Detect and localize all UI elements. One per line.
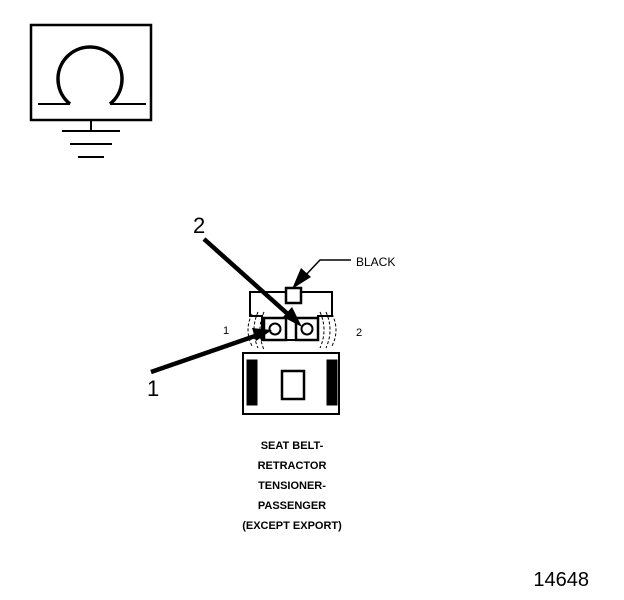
black-label-leader — [292, 259, 351, 289]
cavity-label-1: 1 — [223, 325, 229, 337]
callout-number-2: 2 — [193, 213, 205, 238]
callout-arrow-1 — [150, 328, 272, 375]
caption-line: PASSENGER — [258, 500, 326, 512]
connector-color-label: BLACK — [356, 255, 395, 269]
ohmmeter-ground-symbol-icon — [29, 23, 153, 158]
callout-number-1: 1 — [147, 376, 159, 401]
connector-seal-lines — [247, 311, 337, 351]
caption-line: SEAT BELT- — [261, 440, 324, 452]
caption-line: (EXCEPT EXPORT) — [242, 520, 342, 532]
callout-arrow-2 — [202, 237, 302, 327]
component-caption: SEAT BELT- RETRACTOR TENSIONER- PASSENGE… — [242, 440, 342, 532]
connector-body — [242, 286, 340, 415]
caption-line: RETRACTOR — [258, 460, 327, 472]
figure-number: 14648 — [533, 569, 589, 591]
cavity-label-2: 2 — [356, 327, 362, 339]
caption-line: TENSIONER- — [258, 480, 326, 492]
